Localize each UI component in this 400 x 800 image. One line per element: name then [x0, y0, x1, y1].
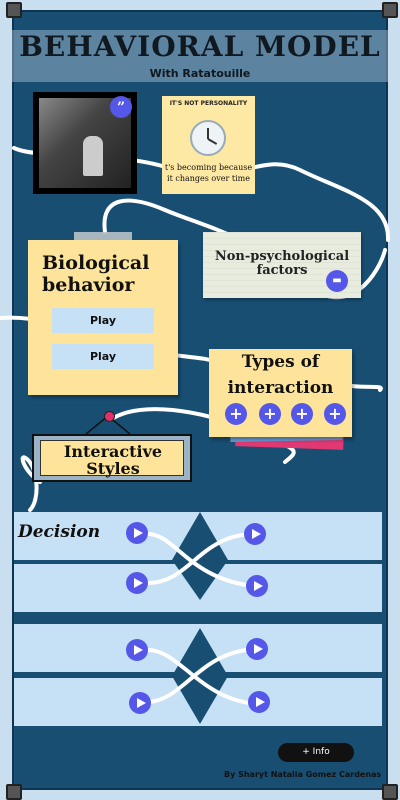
interactive-styles-plate: Interactive Styles	[40, 440, 184, 478]
sign-pin-icon	[104, 411, 115, 422]
play-arrow-icon[interactable]	[126, 572, 148, 594]
tape-strip	[74, 232, 132, 242]
play-arrow-icon[interactable]	[246, 575, 268, 597]
non-psychological-title: Non-psychological factors	[214, 249, 350, 278]
play-arrow-icon[interactable]	[126, 522, 148, 544]
biological-behavior-title: Biological behavior	[42, 252, 150, 296]
interactive-styles-title: Interactive Styles	[63, 442, 163, 478]
decision-title: Decision	[18, 522, 101, 542]
play-arrow-icon[interactable]	[129, 692, 151, 714]
play-arrow-icon[interactable]	[246, 638, 268, 660]
corner-pin-icon	[382, 2, 398, 18]
plus-icon[interactable]: +	[259, 403, 281, 425]
play-button-2[interactable]: Play	[52, 344, 154, 369]
corner-pin-icon	[6, 2, 22, 18]
note-heading: IT'S NOT PERSONALITY	[169, 100, 248, 107]
person-figure	[83, 136, 103, 176]
corner-pin-icon	[382, 784, 398, 800]
note-not-personality: IT'S NOT PERSONALITY t's becoming becaus…	[162, 96, 255, 194]
plus-icon[interactable]: +	[291, 403, 313, 425]
interactive-styles-sign: Interactive Styles	[32, 434, 192, 482]
folder-icon[interactable]: ▬	[326, 270, 348, 292]
page-subtitle: With Ratatouille	[149, 67, 251, 80]
play-arrow-icon[interactable]	[244, 523, 266, 545]
play-arrow-icon[interactable]	[126, 639, 148, 661]
plus-icon[interactable]: +	[324, 403, 346, 425]
play-arrow-icon[interactable]	[248, 691, 270, 713]
types-of-interaction-title: Types of interaction	[227, 352, 334, 398]
note-body: t's becoming because it changes over tim…	[164, 163, 253, 183]
header-band	[12, 30, 388, 82]
page-title: BEHAVIORAL MODEL	[19, 30, 381, 63]
info-button[interactable]: + Info	[278, 743, 354, 762]
corner-pin-icon	[6, 784, 22, 800]
plus-icon[interactable]: +	[225, 403, 247, 425]
author-credit: By Sharyt Natalia Gomez Cardenas	[224, 770, 382, 779]
play-button-1[interactable]: Play	[52, 308, 154, 333]
clock-icon	[190, 120, 226, 156]
quote-icon[interactable]: ”	[110, 96, 132, 118]
